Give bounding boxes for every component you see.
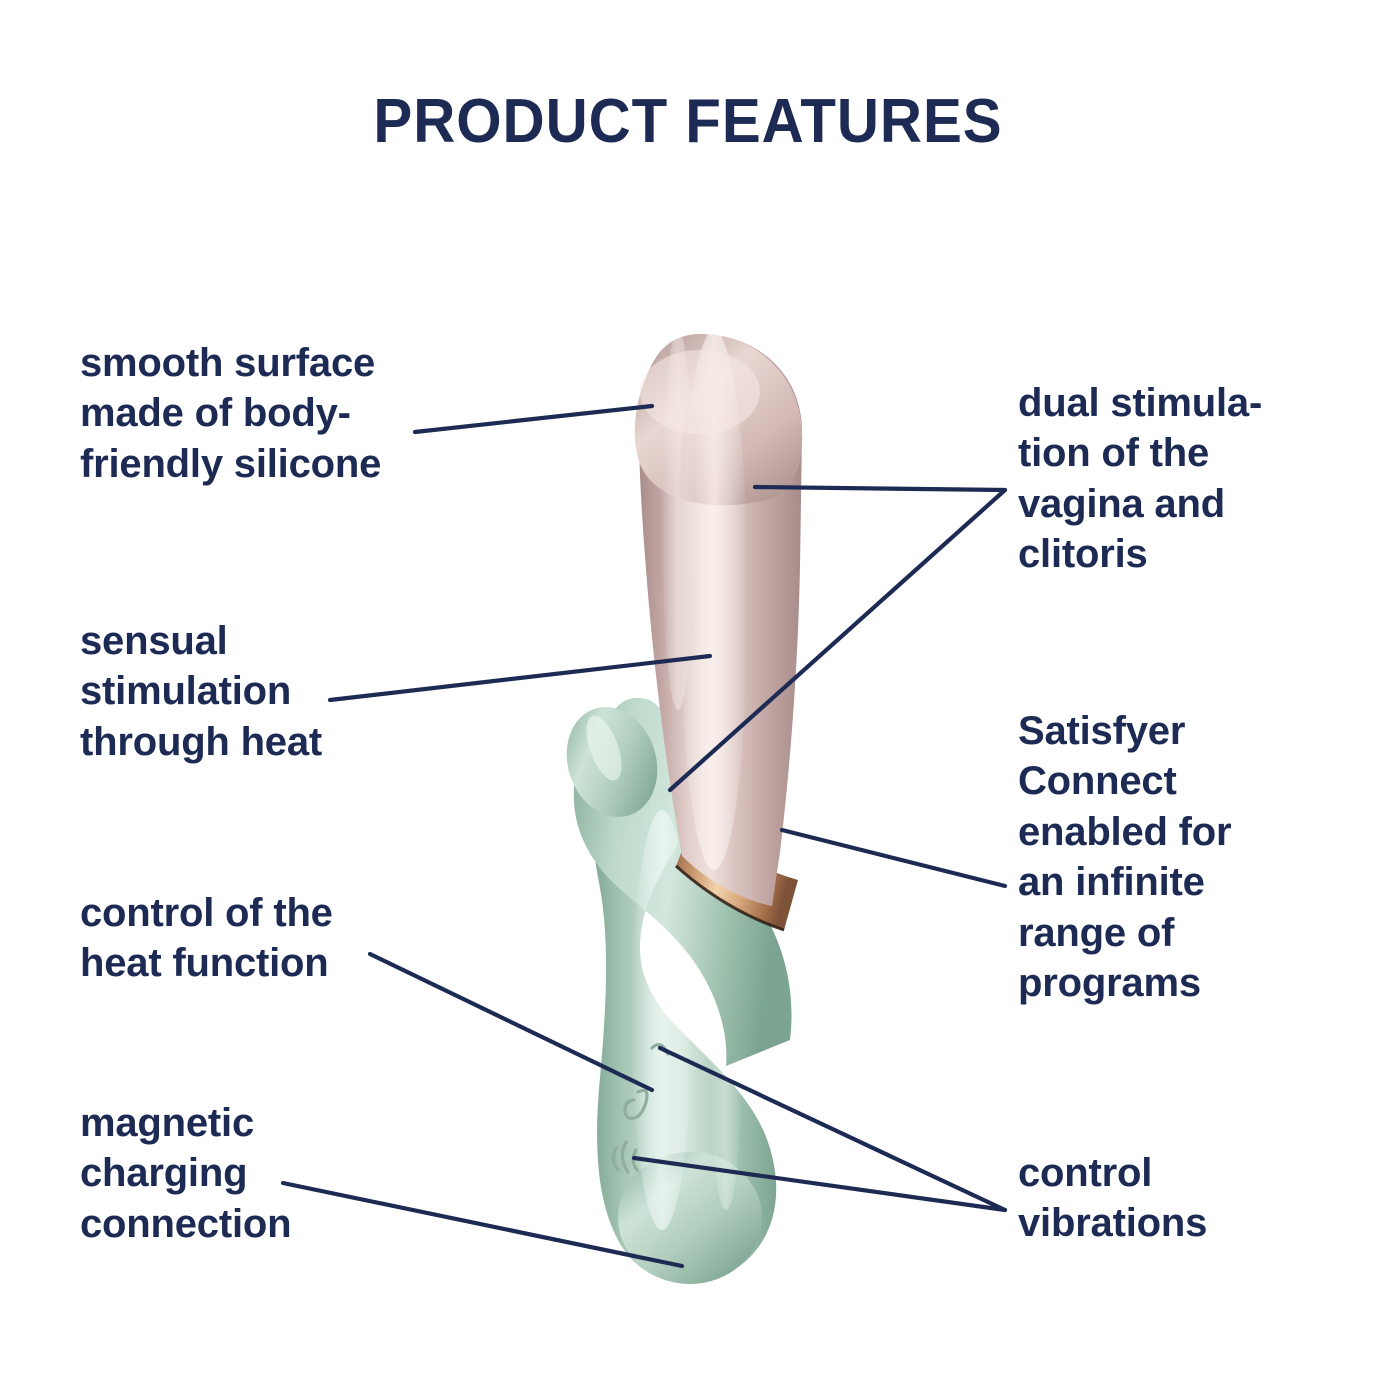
callout-dual-stimulation: dual stimula- tion of the vagina and cli… — [1018, 381, 1263, 577]
leader-vibrations-upper — [657, 1045, 1008, 1213]
leader-dual-shaft — [752, 484, 1008, 493]
callout-satisfyer-connect: Satisfyer Connect enabled for an infinit… — [1018, 709, 1232, 1005]
callout-magnetic-charging: magnetic charging connection — [80, 1101, 292, 1246]
leader-vibrations-lower — [631, 1155, 1008, 1213]
leader-magnetic-charging — [280, 1180, 685, 1269]
heat-control-icon[interactable] — [623, 1088, 649, 1120]
vibration-control-icon[interactable] — [611, 1140, 639, 1174]
leader-dual-arm — [667, 487, 1008, 793]
callout-sensual-stimulation: sensual stimulation through heat — [80, 619, 323, 764]
leader-smooth-surface — [412, 403, 655, 435]
control-icon-group — [611, 1043, 670, 1174]
callout-smooth-surface: smooth surface made of body- friendly si… — [80, 341, 382, 486]
gold-band-edge — [675, 864, 785, 932]
leader-lines — [280, 403, 1008, 1269]
callout-control-vibrations: control vibrations — [1018, 1151, 1208, 1246]
leader-satisfyer-connect — [779, 827, 1008, 889]
arm-highlight — [586, 715, 622, 781]
leader-sensual-heat — [327, 653, 713, 703]
page-title: PRODUCT FEATURES — [373, 87, 1003, 156]
leader-heat-control — [367, 951, 655, 1093]
callout-heat-control: control of the heat function — [80, 891, 333, 986]
